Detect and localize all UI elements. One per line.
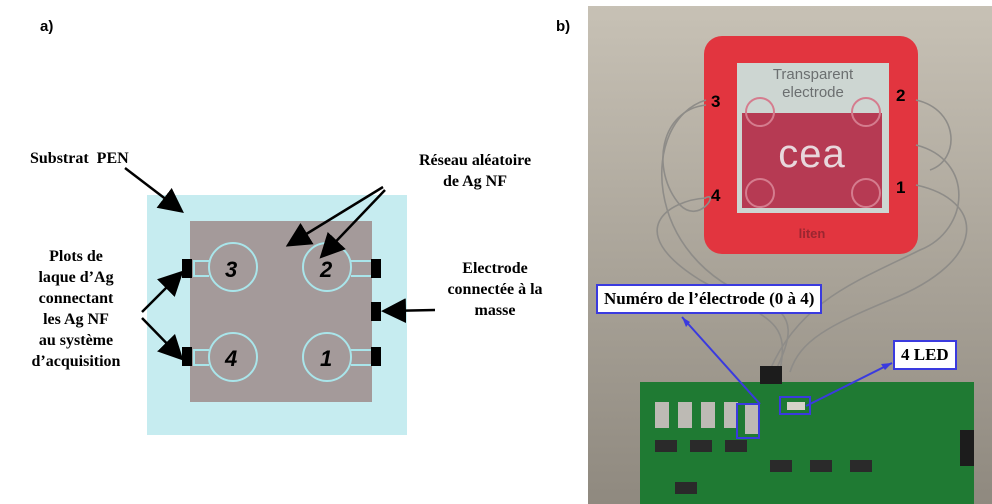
callout-electrode-number: Numéro de l’électrode (0 à 4) (596, 284, 822, 314)
sample-text-line-1: Transparent (745, 66, 881, 84)
wire-number-2: 2 (896, 86, 905, 106)
liten-text: liten (782, 226, 842, 241)
wire-number-4: 4 (711, 186, 720, 206)
wire-number-1: 1 (896, 178, 905, 198)
sample-text-line-2: electrode (745, 84, 881, 102)
callout-4-led: 4 LED (893, 340, 957, 370)
cea-logo: cea (762, 132, 862, 176)
wire-number-3: 3 (711, 92, 720, 112)
sample-text: Transparent electrode (745, 66, 881, 102)
